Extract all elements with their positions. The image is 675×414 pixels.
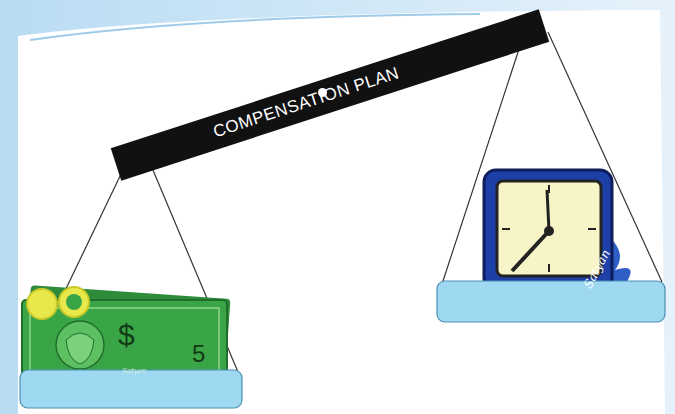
bill-mark: 5 — [192, 340, 205, 368]
scale-pan — [437, 281, 665, 322]
scale-pan — [20, 370, 242, 408]
swoosh — [30, 14, 480, 40]
signature: Satyan — [122, 367, 146, 375]
money — [22, 285, 230, 382]
clock — [484, 170, 631, 290]
bill-mark: $ — [118, 318, 135, 352]
slide-panel — [18, 10, 665, 414]
pivot — [318, 88, 327, 97]
